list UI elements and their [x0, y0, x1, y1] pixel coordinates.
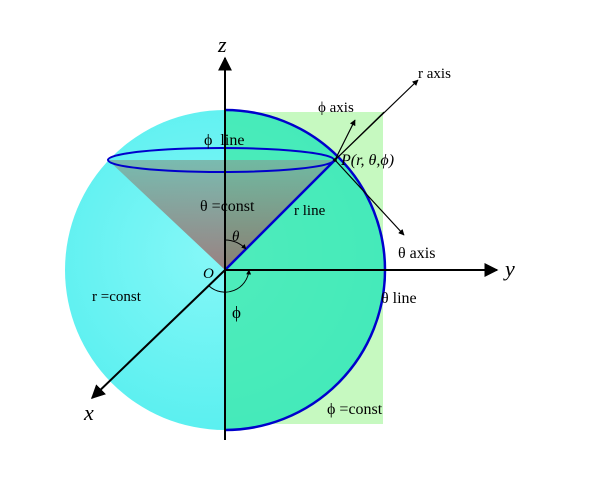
r-axis-label: r axis	[418, 66, 451, 82]
r-line-label: r line	[294, 203, 326, 219]
theta-const-label: θ =const	[200, 198, 255, 215]
origin-label: O	[203, 266, 214, 282]
theta-axis-arrow	[334, 159, 405, 236]
x-axis-label: x	[83, 400, 94, 425]
theta-line-label: θ line	[381, 290, 417, 307]
theta-const-cone	[108, 160, 335, 270]
x-axis-line	[90, 269, 226, 399]
y-axis-label: y	[503, 256, 515, 281]
phi-angle-arc	[208, 269, 252, 293]
r-const-label: r =const	[92, 289, 142, 305]
theta-angle-label: θ	[232, 229, 240, 245]
point-p-label: P(r, θ,ϕ)	[340, 152, 394, 169]
theta-axis-label: θ axis	[398, 245, 435, 262]
phi-const-label: ϕ =const	[327, 401, 383, 418]
z-axis-label: z	[217, 32, 227, 57]
phi-axis-arrow	[334, 119, 356, 161]
r-axis-extension	[334, 111, 385, 161]
phi-angle-label: ϕ	[232, 303, 241, 322]
point-p-marker	[333, 158, 337, 162]
phi-line-label: ϕ line	[204, 132, 244, 149]
r-line	[224, 159, 336, 271]
theta-angle-arc	[224, 239, 247, 250]
phi-axis-label: ϕ axis	[318, 100, 354, 116]
